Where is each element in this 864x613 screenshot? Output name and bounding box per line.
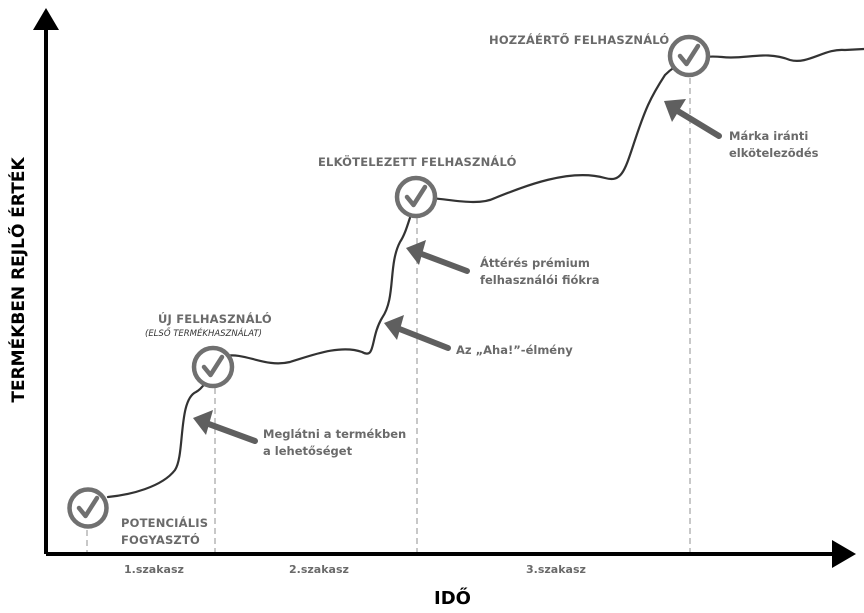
stage-label-committed: ELKÖTELEZETT FELHASZNÁLÓ [318,155,517,169]
x-axis-arrowhead [832,540,856,568]
check-circle-icon [191,345,235,389]
axes [33,8,856,568]
stage-label-expert: HOZZÁÉRTŐ FELHASZNÁLÓ [489,33,670,47]
annotation-brand-line2: elkötelezõdés [729,146,819,160]
annotation-premium-line1: Áttérés prémium [480,256,590,270]
arrow-icon [406,240,470,274]
annotation-aha-line1: Az „Aha!”-élmény [456,343,573,357]
stage-label-new-user: ÚJ FELHASZNÁLÓ [158,312,272,326]
arrow-icon [384,315,451,351]
y-axis-label: TERMÉKBEN REJLŐ ÉRTÉK [9,157,29,403]
annotation-see-potential-line1: Meglátni a termékben [263,427,407,441]
x-axis-label: IDŐ [434,588,471,609]
annotation-premium: Áttérés prémium felhasználói fiókra [480,255,599,289]
stage-sublabel-new-user: (ELSŐ TERMÉKHASZNÁLAT) [145,329,262,339]
phase-label-1: 1.szakasz [124,563,184,576]
arrow-icon [193,410,258,444]
check-circle-icon [394,175,438,219]
annotation-premium-line2: felhasználói fiókra [480,273,600,287]
check-circle-icon [667,34,711,78]
annotation-see-potential: Meglátni a termékben a lehetőséget [263,426,406,460]
stage-label-potential: POTENCIÁLIS FOGYASZTÓ [121,515,208,549]
arrow-icon [664,99,722,139]
annotation-brand: Márka iránti elkötelezõdés [729,128,819,162]
stage-label-potential-line1: POTENCIÁLIS [121,516,209,530]
annotation-aha: Az „Aha!”-élmény [456,342,573,359]
phase-label-3: 3.szakasz [526,563,586,576]
stage-label-potential-line2: FOGYASZTÓ [121,533,200,547]
y-axis-arrowhead [33,8,59,30]
stage-divider-lines [86,78,691,553]
annotation-see-potential-line2: a lehetőséget [263,444,353,458]
annotation-brand-line1: Márka iránti [729,129,809,143]
phase-label-2: 2.szakasz [289,563,349,576]
check-circle-icon [67,487,109,529]
